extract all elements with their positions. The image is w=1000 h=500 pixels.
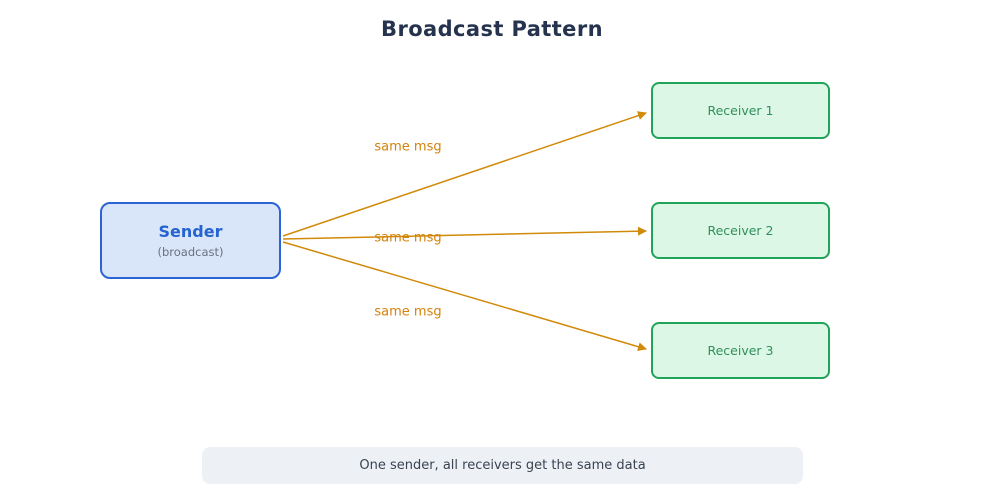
receiver-3-label: Receiver 3 (707, 343, 774, 358)
sender-node: Sender (broadcast) (100, 202, 281, 279)
arrow-sender-to-receiver-1 (282, 111, 647, 237)
edge-label-same-msg-1: same msg (374, 139, 442, 155)
receiver-2-label: Receiver 2 (707, 223, 774, 238)
diagram-title: Broadcast Pattern (381, 17, 603, 41)
sender-label: Sender (158, 222, 223, 241)
edge-label-same-msg-3: same msg (374, 304, 442, 320)
receiver-1-label: Receiver 1 (707, 103, 774, 118)
note-box: One sender, all receivers get the same d… (202, 447, 803, 484)
arrow-sender-to-receiver-3 (282, 241, 647, 352)
sender-sublabel: (broadcast) (157, 245, 224, 259)
note-text: One sender, all receivers get the same d… (359, 458, 646, 473)
edge-label-same-msg-2: same msg (374, 230, 442, 246)
receiver-3-node: Receiver 3 (651, 322, 830, 379)
receiver-2-node: Receiver 2 (651, 202, 830, 259)
arrow-sender-to-receiver-2 (282, 226, 647, 240)
receiver-1-node: Receiver 1 (651, 82, 830, 139)
